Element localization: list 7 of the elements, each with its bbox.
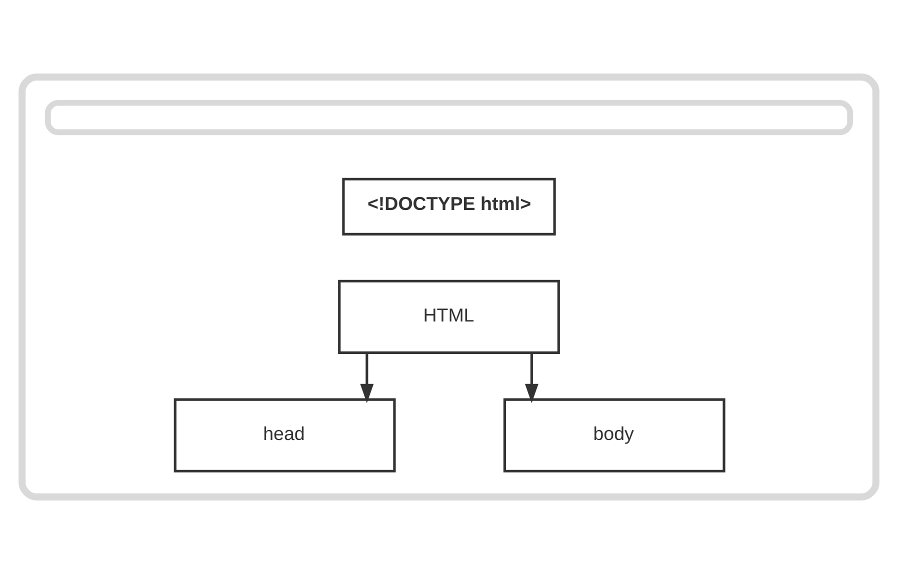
node-box: HTML xyxy=(338,279,560,354)
node-bar xyxy=(44,99,854,135)
node-box: <!DOCTYPE html> xyxy=(342,177,556,236)
node-box: body xyxy=(503,398,726,472)
arrow xyxy=(524,352,538,403)
arrow xyxy=(360,352,374,403)
node-box: head xyxy=(174,398,396,472)
